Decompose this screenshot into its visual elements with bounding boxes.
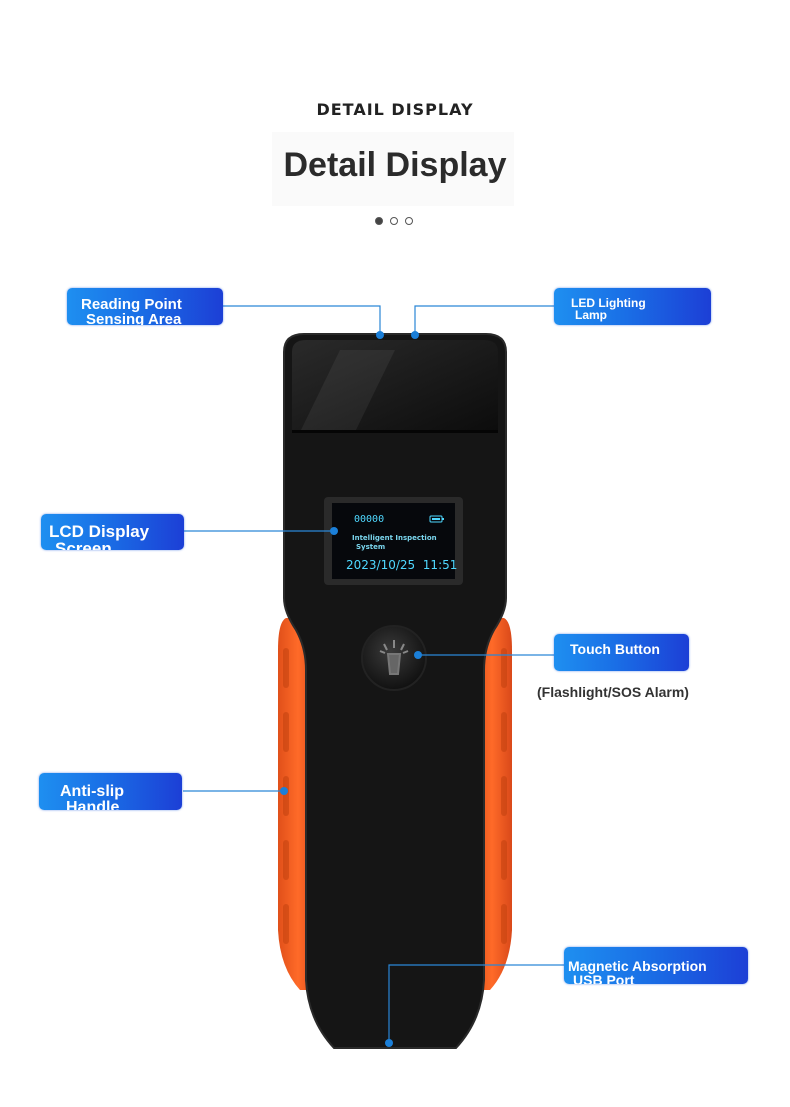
label-reading-point-line2: Sensing Area: [86, 311, 182, 325]
line-led-lamp: [414, 305, 556, 333]
dot-led-lamp: [411, 331, 419, 339]
page-title: Detail Display: [283, 146, 507, 184]
lcd-datetime: 2023/10/25 11:51: [346, 558, 458, 572]
carousel-dot-2[interactable]: [390, 217, 398, 225]
dot-usb: [385, 1039, 393, 1047]
dot-lcd: [330, 527, 338, 535]
flashlight-icon: [379, 640, 409, 675]
label-lcd-screen-line1: LCD Display: [49, 522, 150, 541]
label-lcd-screen-line2: Screen: [55, 539, 112, 550]
touch-button-note: (Flashlight/SOS Alarm): [537, 684, 689, 700]
lcd-counter: 00000: [354, 514, 385, 525]
label-reading-point: Reading Point Sensing Area: [67, 288, 223, 325]
carousel-dot-3[interactable]: [405, 217, 413, 225]
label-usb-port-line2: USB Port: [573, 972, 635, 984]
dot-reading-point: [376, 331, 384, 339]
label-usb-port: Magnetic Absorption USB Port: [564, 947, 748, 984]
title-backdrop: [272, 132, 514, 206]
lcd-system-line2: System: [356, 543, 386, 551]
lcd-system-line1: Intelligent Inspection: [352, 534, 437, 542]
label-touch-button: Touch Button: [554, 634, 689, 671]
line-reading-point: [222, 305, 381, 333]
label-anti-slip-line2: Handle: [66, 799, 120, 811]
label-lcd-screen: LCD Display Screen: [41, 514, 184, 550]
label-led-lamp-line1: LED Lighting: [571, 296, 646, 310]
label-reading-point-line1: Reading Point: [81, 296, 182, 313]
dot-touch: [414, 651, 422, 659]
label-touch-button-line1: Touch Button: [570, 641, 660, 657]
section-eyebrow: DETAIL DISPLAY: [316, 100, 474, 119]
carousel-dot-1[interactable]: [375, 217, 383, 225]
label-usb-port-line1: Magnetic Absorption: [568, 958, 707, 974]
device-cap: [292, 340, 498, 432]
label-led-lamp: LED Lighting Lamp: [554, 288, 711, 325]
label-led-lamp-line2: Lamp: [575, 308, 608, 322]
label-anti-slip-line1: Anti-slip: [60, 783, 124, 800]
line-usb: [388, 964, 566, 1043]
dot-anti-slip: [280, 787, 288, 795]
label-anti-slip: Anti-slip Handle: [39, 773, 182, 810]
battery-icon: [429, 515, 444, 523]
device-body: [283, 333, 507, 1049]
